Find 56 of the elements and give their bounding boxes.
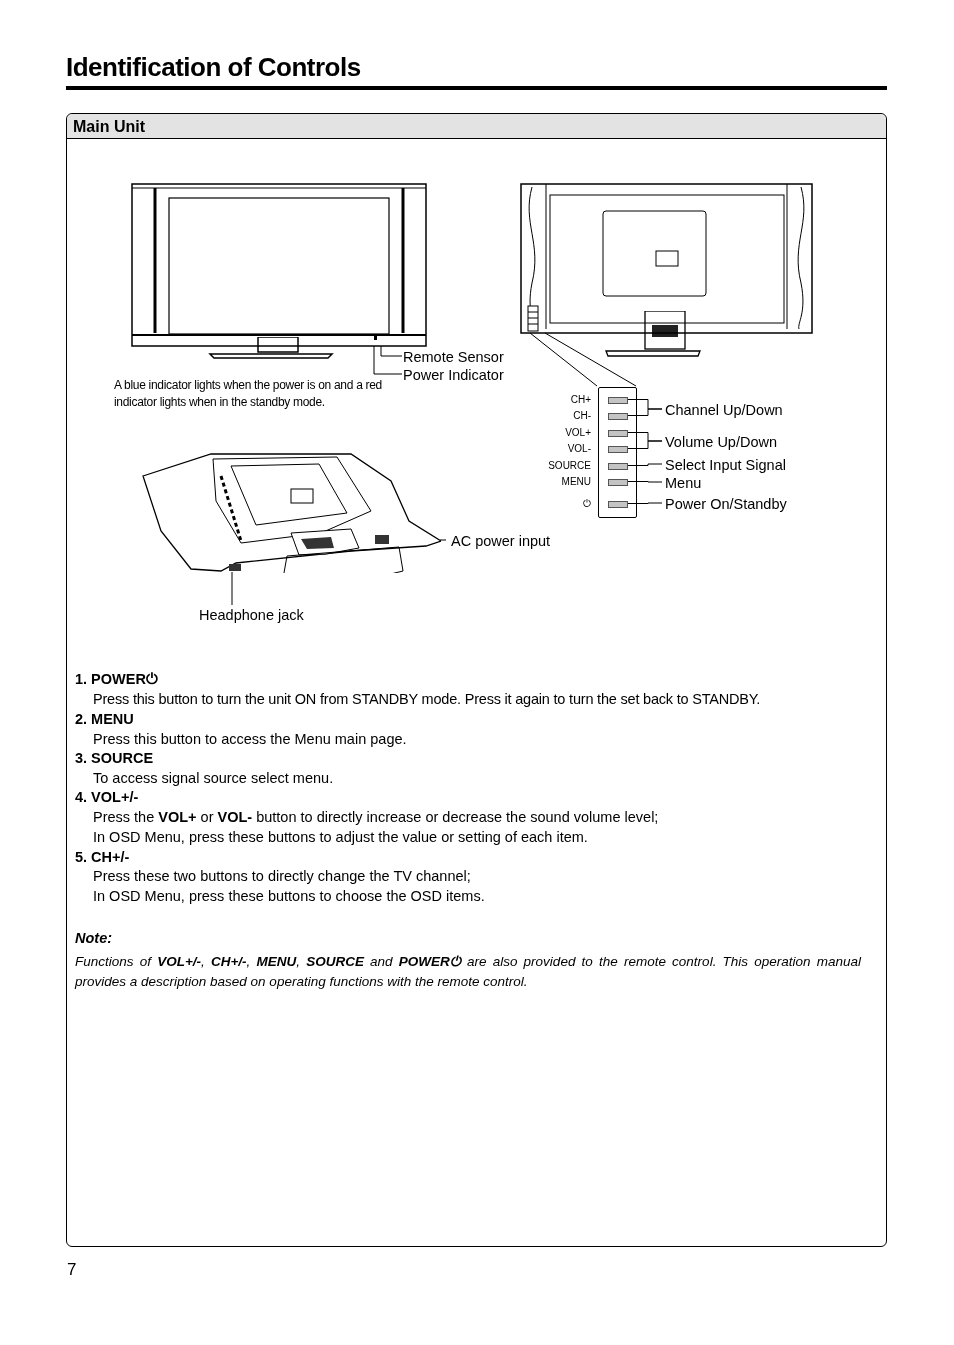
item-heading: 3. SOURCE [75, 749, 155, 768]
button-label: ⏻ [583, 498, 591, 510]
zoom-lines [544, 332, 637, 387]
control-button [608, 446, 628, 453]
button-label: SOURCE [548, 460, 591, 472]
item-description: In OSD Menu, press these buttons to adjust the value or setting of each item. [93, 828, 589, 847]
note-text: A blue indicator lights when the power is on and a red indicator lights when in the standby mode. [114, 377, 383, 411]
callout-label: Menu [665, 474, 745, 492]
control-button [608, 413, 628, 420]
leader-line [373, 345, 403, 375]
leader-line [626, 440, 663, 449]
leader-line [439, 539, 447, 541]
control-button [608, 479, 628, 486]
callout-label: Volume Up/Down [665, 433, 805, 451]
leader-line [626, 463, 663, 466]
leader-line [626, 408, 663, 416]
callout-label: AC power input [451, 532, 571, 550]
control-button [608, 463, 628, 470]
section-heading: Main Unit [67, 114, 886, 139]
item-heading: 2. MENU [75, 710, 135, 729]
callout-label: Power On/Standby [665, 495, 805, 513]
leader-line [380, 345, 403, 357]
tv-back-drawing [520, 183, 813, 334]
note-text: Functions of VOL+/-, CH+/-, MENU, SOURCE and POWER⏻ are also provided to the remote control. This operation manual provides a description based on operating functions with the remote control. [75, 953, 861, 991]
item-description: Press this button to access the Menu main page. [93, 730, 408, 749]
button-label: VOL- [567, 443, 591, 455]
item-heading: 4. VOL+/- [75, 788, 140, 807]
button-label: CH- [573, 410, 591, 422]
page-number: 7 [67, 1259, 78, 1281]
callout-label: Channel Up/Down [665, 401, 805, 419]
callout-label: Select Input Signal [665, 456, 805, 474]
tv-front-drawing [131, 183, 427, 347]
item-description: In OSD Menu, press these buttons to choose the OSD items. [93, 887, 486, 906]
callout-label: Remote Sensor [403, 348, 523, 366]
leader-line [231, 571, 233, 606]
leader-line [626, 481, 663, 483]
item-description: Press this button to turn the unit ON from STANDBY mode. Press it again to turn the set back to STANDBY. [93, 690, 762, 709]
callout-label: Headphone jack [199, 606, 319, 624]
button-label: MENU [561, 476, 591, 488]
button-label: VOL+ [565, 427, 591, 439]
control-button [608, 397, 628, 404]
section-panel [66, 113, 887, 1247]
tv-rear-drawing [141, 451, 441, 573]
item-heading: 5. CH+/- [75, 848, 131, 867]
control-button [608, 430, 628, 437]
item-description: Press the VOL+ or VOL- button to directly increase or decrease the sound volume level; [93, 808, 660, 827]
page-title: Identification of Controls [66, 51, 361, 84]
item-heading: 1. POWER⏻ [75, 670, 159, 689]
leader-line [626, 502, 663, 504]
item-description: To access signal source select menu. [93, 769, 335, 788]
button-label: CH+ [570, 394, 591, 406]
zoom-lines [529, 332, 598, 387]
control-button [608, 501, 628, 508]
callout-label: Power Indicator [403, 366, 523, 384]
note-heading: Note: [75, 929, 114, 948]
item-description: Press these two buttons to directly change the TV channel; [93, 867, 472, 886]
